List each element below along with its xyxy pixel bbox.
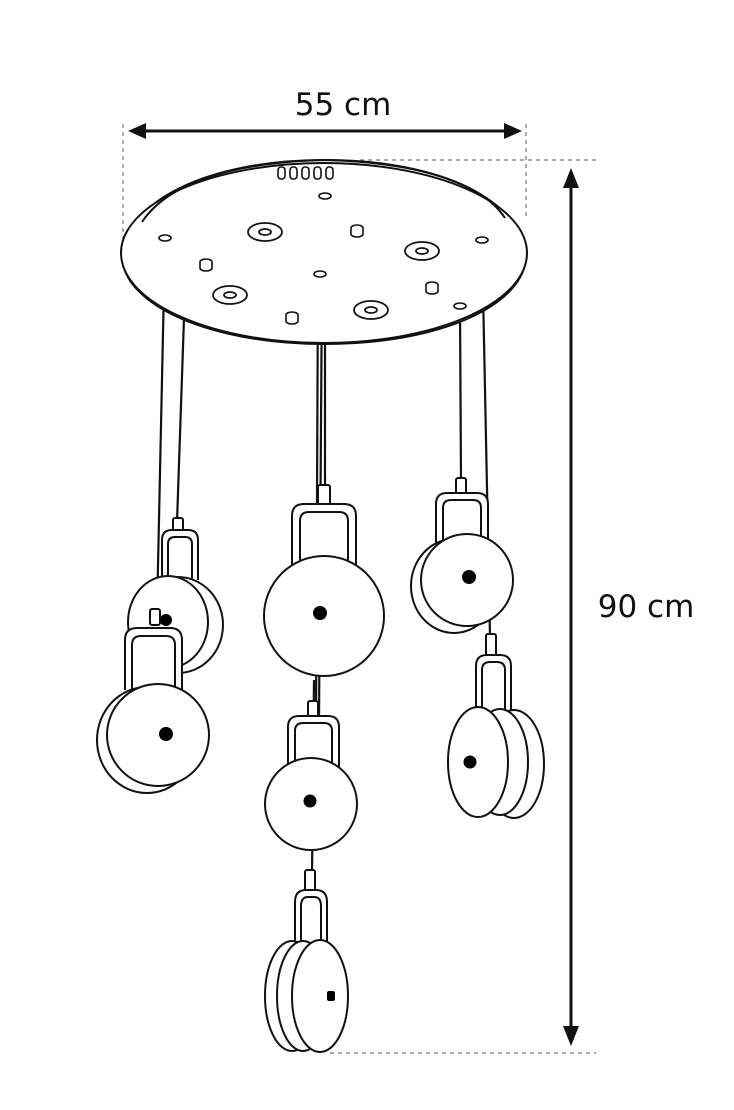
vent-slots: [277, 166, 334, 180]
height-arrow: [563, 168, 579, 1046]
pendant-light-5: [264, 700, 358, 851]
canopy-top-edge: [141, 158, 506, 223]
pendant-light-3: [263, 484, 385, 677]
ceiling-canopy: [120, 158, 528, 346]
pendant-light-2: [96, 608, 210, 794]
width-arrow: [128, 123, 522, 139]
width-label: 55 cm: [295, 87, 392, 123]
cable-6: [458, 307, 463, 481]
canopy-face: [120, 162, 528, 344]
cable-anchors: [158, 192, 489, 310]
screw-caps: [199, 224, 439, 325]
pendant-light-4: [410, 477, 514, 634]
pendant-light-6: [447, 633, 545, 819]
pendant-light-7: [264, 869, 349, 1053]
height-label: 90 cm: [598, 589, 695, 625]
cable-2: [175, 317, 186, 523]
mounting-rings: [212, 222, 440, 320]
